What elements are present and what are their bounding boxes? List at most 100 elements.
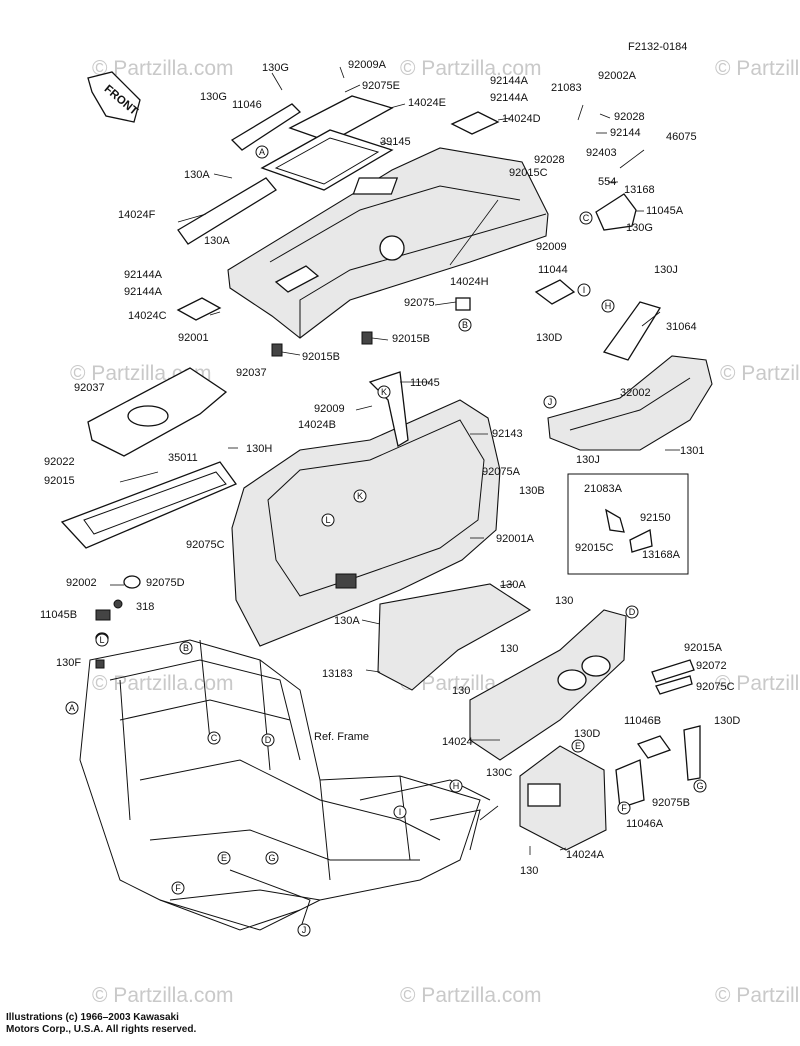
- watermark: © Partzilla.com: [720, 362, 800, 385]
- svg-text:K: K: [357, 491, 363, 501]
- part-label: 11046: [232, 99, 262, 111]
- part-label: 92143: [492, 428, 523, 440]
- part-label: 92022: [44, 456, 75, 468]
- part-label: 92015A: [684, 642, 723, 654]
- ref-circle-f: F: [617, 801, 631, 815]
- ref-circle-h: H: [449, 779, 463, 793]
- watermark: © Partzilla.com: [715, 672, 800, 695]
- part-label: 130: [452, 685, 470, 697]
- part-label: 14024C: [128, 310, 167, 322]
- part-label: 130D: [536, 332, 562, 344]
- seal-frame-39145: [260, 129, 394, 191]
- strap-31064: [602, 301, 661, 361]
- bracket-11044: [534, 279, 576, 305]
- ref-circle-e: E: [571, 739, 585, 753]
- part-label: 92001A: [496, 533, 535, 545]
- part-label: 130G: [262, 62, 289, 74]
- ref-circle-a: A: [255, 145, 269, 159]
- part-label: 130D: [714, 715, 740, 727]
- part-label: 130: [500, 643, 518, 655]
- part-label: 14024F: [118, 209, 156, 221]
- svg-text:J: J: [302, 925, 307, 935]
- watermark: © Partzilla.com: [400, 984, 542, 1007]
- copyright-notice: Illustrations (c) 1966–2003 Kawasaki Mot…: [6, 1012, 266, 1036]
- part-label: 13168: [624, 184, 655, 196]
- ref-circle-d: D: [261, 733, 275, 747]
- part-label: 92403: [586, 147, 617, 159]
- svg-text:L: L: [99, 635, 104, 645]
- ref-circle-f: F: [171, 881, 185, 895]
- bracket-11046b: [683, 725, 701, 781]
- inset-box: [567, 473, 689, 575]
- svg-text:B: B: [462, 320, 468, 330]
- ref-circle-b: B: [458, 318, 472, 332]
- part-label: 92144A: [490, 75, 529, 87]
- ref-circle-j: J: [297, 923, 311, 937]
- ref-circle-c: C: [207, 731, 221, 745]
- reference-circles: A C I H B K J K L D L B A C D E G H F I …: [65, 145, 707, 937]
- svg-text:C: C: [211, 733, 218, 743]
- svg-text:K: K: [381, 387, 387, 397]
- part-label: 130D: [574, 728, 600, 740]
- svg-text:I: I: [583, 285, 586, 295]
- svg-text:H: H: [605, 301, 612, 311]
- ref-circle-e: E: [217, 851, 231, 865]
- part-label: 130: [520, 865, 538, 877]
- part-label: 92075C: [696, 681, 735, 693]
- ref-circle-i: I: [577, 283, 591, 297]
- ref-frame-label: Ref. Frame: [314, 731, 369, 743]
- svg-text:A: A: [69, 703, 75, 713]
- part-label: 130H: [246, 443, 272, 455]
- svg-text:J: J: [548, 397, 553, 407]
- part-label: 130G: [626, 222, 653, 234]
- part-label: 39145: [380, 136, 411, 148]
- leader-lines: [110, 66, 680, 855]
- lower-group: [79, 575, 701, 931]
- part-label: 92075B: [652, 797, 690, 809]
- part-label: 92009A: [348, 59, 387, 71]
- part-label: 92075D: [146, 577, 185, 589]
- ref-circle-g: G: [265, 851, 279, 865]
- svg-text:D: D: [629, 607, 636, 617]
- part-label: 14024B: [298, 419, 336, 431]
- part-label: 11046B: [624, 715, 661, 727]
- part-label: 130F: [56, 657, 81, 669]
- rack-32002: [547, 355, 713, 451]
- part-label: 92144A: [124, 269, 163, 281]
- pad-14024c: [176, 297, 222, 321]
- part-label: 92075C: [186, 539, 225, 551]
- part-label: 130G: [200, 91, 227, 103]
- watermark: © Partzilla.com: [715, 57, 800, 80]
- part-label: 130A: [184, 169, 210, 181]
- part-label: 11045A: [646, 205, 684, 217]
- svg-text:E: E: [575, 741, 581, 751]
- ref-circle-g: G: [693, 779, 707, 793]
- part-label: 14024D: [502, 113, 541, 125]
- part-label: 130A: [204, 235, 230, 247]
- part-label: 13168A: [642, 549, 681, 561]
- part-label: 1301: [680, 445, 704, 457]
- bracket-11045a: [595, 193, 637, 231]
- svg-text:B: B: [183, 643, 189, 653]
- part-label: 21083A: [584, 483, 623, 495]
- side-panel-14024: [469, 609, 627, 761]
- part-label: 11045B: [40, 609, 77, 621]
- part-label: 318: [136, 601, 154, 613]
- ref-circle-l: L: [95, 633, 109, 647]
- frame-35011: [60, 461, 238, 549]
- part-label: 92015C: [509, 167, 548, 179]
- ref-circle-l: L: [321, 513, 335, 527]
- part-label: 14024: [442, 736, 473, 748]
- part-label: 554: [598, 176, 616, 188]
- svg-text:H: H: [453, 781, 460, 791]
- part-label: 130C: [486, 767, 512, 779]
- part-label: 21083: [551, 82, 582, 94]
- part-label: 92028: [614, 111, 645, 123]
- svg-text:A: A: [259, 147, 265, 157]
- part-label: 92037: [74, 382, 105, 394]
- part-label: 130A: [500, 579, 526, 591]
- pad-14024d: [450, 111, 500, 135]
- ref-circle-b: B: [179, 641, 193, 655]
- svg-text:G: G: [696, 781, 703, 791]
- svg-text:E: E: [221, 853, 227, 863]
